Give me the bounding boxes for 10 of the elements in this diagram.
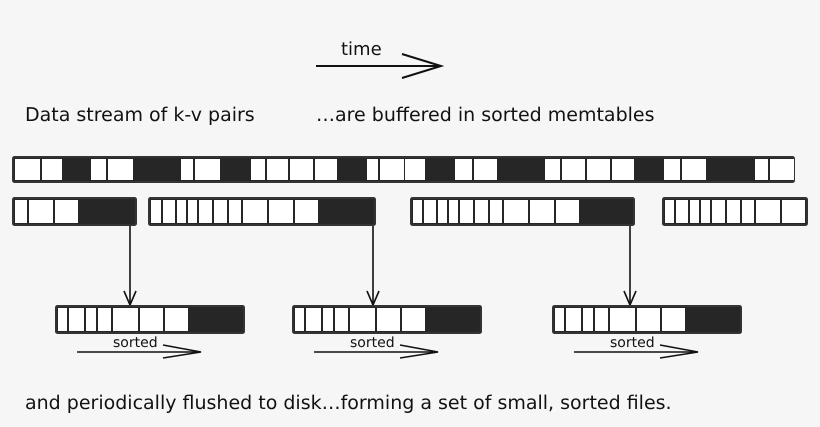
arrow xyxy=(366,226,380,306)
sorted-label: sorted xyxy=(113,335,158,351)
arrow xyxy=(623,226,637,306)
sorted-label: sorted xyxy=(350,335,395,351)
caption-text: …are buffered in sorted memtables xyxy=(316,104,654,126)
caption-text: Data stream of k-v pairs xyxy=(25,104,255,126)
caption-text: and periodically flushed to disk…forming a set of small, sorted files. xyxy=(25,392,672,414)
time-label: time xyxy=(341,39,382,60)
sorted-label: sorted xyxy=(610,335,655,351)
arrow xyxy=(123,226,137,306)
